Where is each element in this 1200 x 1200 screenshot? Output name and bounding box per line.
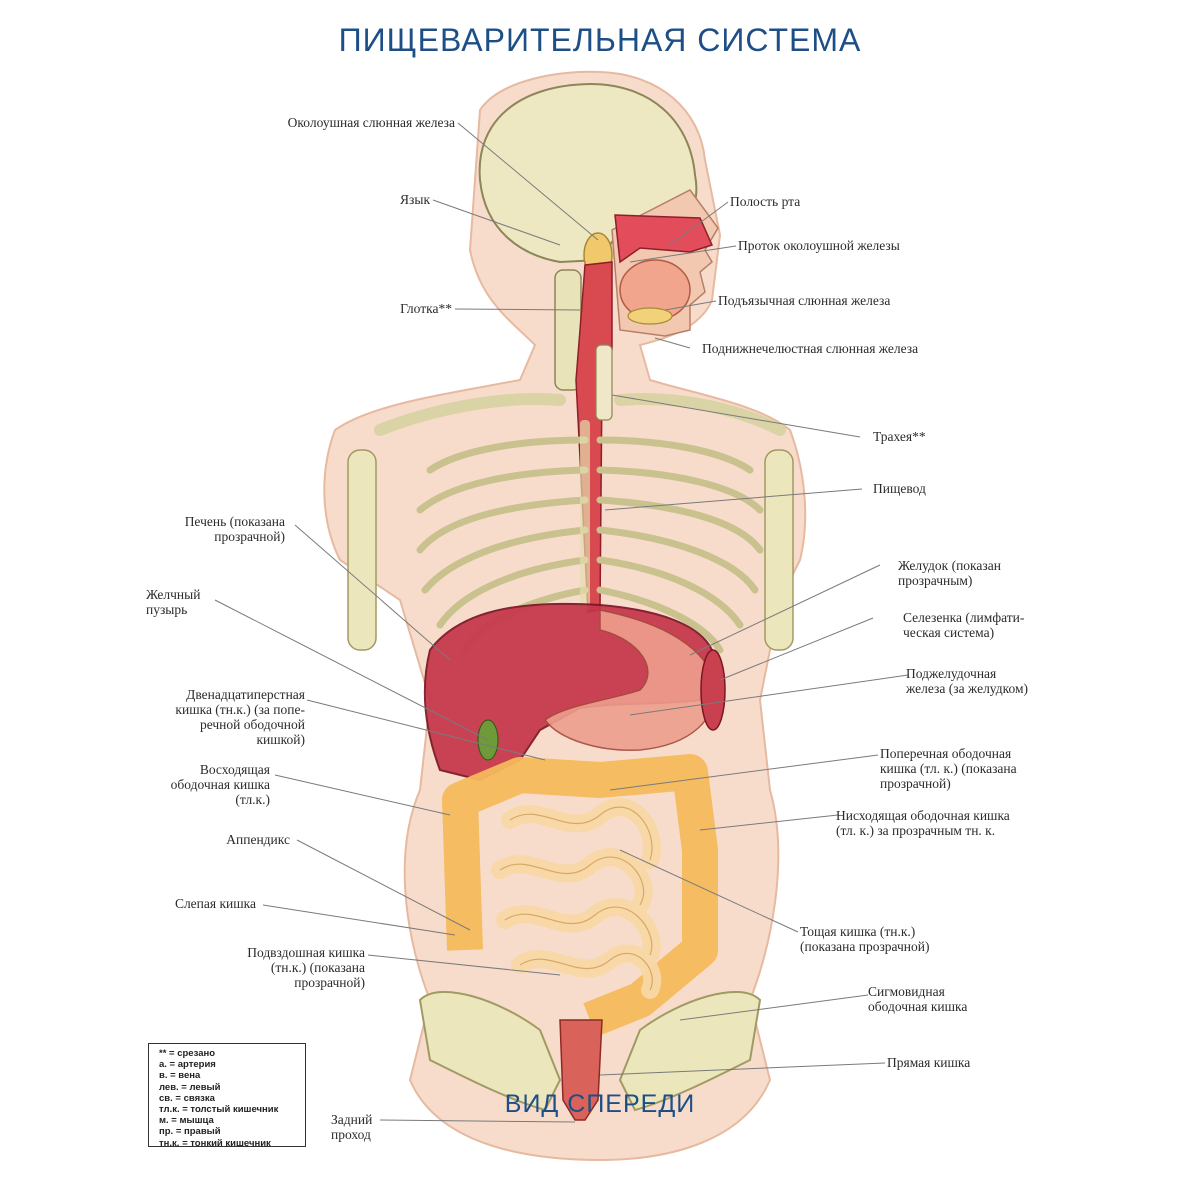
label-trachea: Трахея** — [873, 429, 926, 444]
label-transverse-colon: Поперечная ободочная кишка (тл. к.) (пок… — [880, 746, 1017, 791]
label-appendix: Аппендикс — [226, 832, 290, 847]
view-caption: ВИД СПЕРЕДИ — [504, 1090, 696, 1118]
abbreviation-legend: ** = срезано а. = артерия в. = вена лев.… — [148, 1043, 306, 1149]
spleen-shape — [700, 649, 726, 731]
leader-lines — [214, 122, 909, 1123]
label-ascending-colon: Восходящая ободочная кишка (тл.к.) — [170, 762, 270, 807]
legend-entry: а. = артерия — [159, 1059, 216, 1071]
humerus-left — [347, 449, 377, 651]
sublingual-gland — [627, 307, 673, 325]
legend-entry: тл.к. = толстый кишечник — [159, 1104, 279, 1116]
label-pancreas: Поджелудочная железа (за желудком) — [906, 666, 1028, 696]
trachea-shape — [595, 344, 613, 421]
label-gallbladder: Желчный пузырь — [146, 587, 201, 617]
label-sigmoid-colon: Сигмовидная ободочная кишка — [868, 984, 968, 1014]
rib-cage — [416, 436, 764, 654]
legend-entry: в. = вена — [159, 1070, 201, 1082]
legend-entry: тн.к. = тонкий кишечник — [159, 1137, 271, 1149]
label-sublingual-gland: Подъязычная слюнная железа — [718, 293, 891, 308]
label-esophagus: Пищевод — [873, 481, 926, 496]
oral-cavity — [614, 214, 714, 264]
label-submandibular-gland: Поднижнечелюстная слюнная железа — [702, 341, 919, 356]
label-cecum: Слепая кишка — [174, 896, 256, 911]
label-duodenum: Двенадцатиперстная кишка (тн.к.) (за поп… — [175, 687, 305, 747]
page-title: ПИЩЕВАРИТЕЛЬНАЯ СИСТЕМА — [338, 22, 862, 58]
sternum — [580, 420, 590, 610]
clavicle-right — [614, 393, 786, 436]
label-anus: Задний проход — [331, 1112, 373, 1142]
legend-entry: пр. = правый — [159, 1126, 221, 1138]
clavicle-left — [374, 393, 566, 436]
label-descending-colon: Нисходящая ободочная кишка (тл. к.) за п… — [836, 808, 1010, 838]
legend-entry: св. = связка — [159, 1092, 215, 1104]
label-parotid-duct: Проток околоушной железы — [738, 238, 900, 253]
legend-entry: ** = срезано — [159, 1048, 216, 1059]
label-stomach: Желудок (показан прозрачным) — [898, 558, 1001, 588]
label-jejunum: Тощая кишка (тн.к.) (показана прозрачной… — [800, 924, 930, 954]
label-oral-cavity: Полость рта — [730, 194, 801, 209]
label-rectum: Прямая кишка — [887, 1055, 971, 1070]
label-spleen: Селезенка (лимфати- ческая система) — [903, 610, 1025, 640]
label-pharynx: Глотка** — [400, 301, 452, 316]
stomach-shape — [543, 609, 717, 751]
label-ileum: Подвздошная кишка (тн.к.) (показана проз… — [247, 945, 365, 990]
label-liver: Печень (показана прозрачной) — [184, 514, 285, 544]
label-parotid-gland: Околоушная слюнная железа — [287, 115, 455, 130]
legend-entry: м. = мышца — [159, 1115, 214, 1127]
humerus-right — [764, 449, 794, 651]
rectum-shape — [559, 1019, 603, 1121]
legend-entry: лев. = левый — [159, 1081, 221, 1093]
pelvis — [418, 991, 762, 1112]
intestine-outlines — [499, 806, 653, 991]
label-tongue: Язык — [400, 192, 430, 207]
